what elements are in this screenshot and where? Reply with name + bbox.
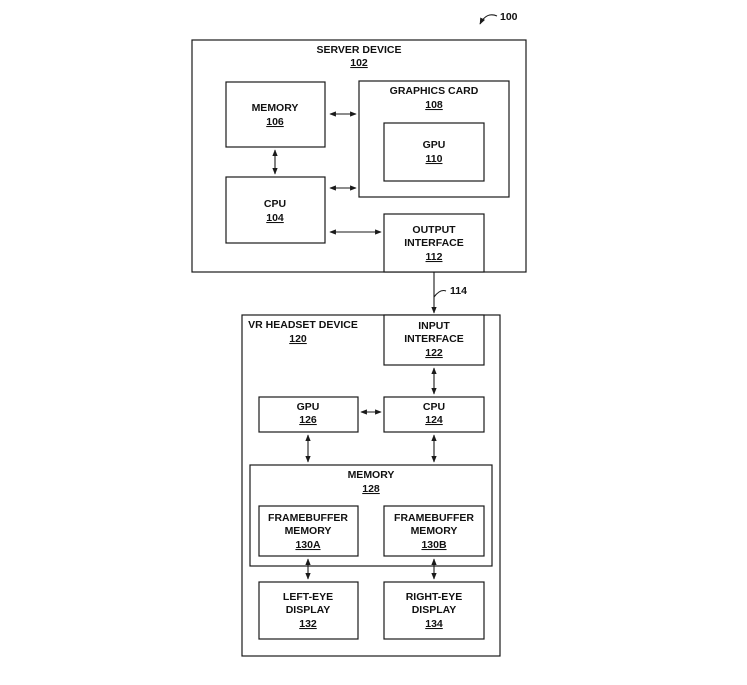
vr-headset-title: VR HEADSET DEVICE [248,319,358,331]
left-eye-display-label-1: LEFT-EYE [283,591,333,603]
link-ref-leader [433,289,447,298]
headset-memory-label: MEMORY [348,469,395,481]
left-eye-display-box [258,581,359,640]
server-device-title: SERVER DEVICE [317,44,402,56]
vr-headset-number: 120 [289,333,307,345]
server-gpu-box [383,122,485,182]
left-eye-display-number: 132 [299,618,317,630]
framebuffer-b-label-1: FRAMEBUFFER [394,512,474,524]
server-cpu-box [225,176,326,244]
right-eye-display-label-2: DISPLAY [412,604,457,616]
headset-memory-number: 128 [362,483,380,495]
server-memory-number: 106 [266,116,284,128]
output-interface-label-2: INTERFACE [404,237,464,249]
framebuffer-b-number: 130B [421,539,447,551]
output-interface-number: 112 [426,251,443,263]
headset-cpu-box [383,396,485,433]
server-device-number: 102 [350,57,368,69]
right-eye-display-label-1: RIGHT-EYE [406,591,463,603]
server-memory-box [225,81,326,148]
framebuffer-a-number: 130A [295,539,321,551]
server-gpu-number: 110 [426,153,443,165]
framebuffer-a-label-2: MEMORY [285,525,332,537]
figure-ref-leader [479,14,498,25]
input-interface-number: 122 [425,347,443,359]
output-interface-box [383,213,485,273]
framebuffer-b-box [383,505,485,557]
input-interface-label-1: INPUT [418,320,450,332]
headset-gpu-box [258,396,359,433]
framebuffer-a-box [258,505,359,557]
headset-cpu-number: 124 [425,414,443,426]
headset-cpu-label: CPU [423,401,445,413]
input-interface-label-2: INTERFACE [404,333,464,345]
server-cpu-label: CPU [264,198,286,210]
framebuffer-b-label-2: MEMORY [411,525,458,537]
graphics-card-label: GRAPHICS CARD [390,85,479,97]
figure-ref-label: 100 [500,11,518,23]
headset-gpu-number: 126 [299,414,317,426]
left-eye-display-label-2: DISPLAY [286,604,331,616]
graphics-card-number: 108 [425,99,443,111]
right-eye-display-box [383,581,485,640]
server-cpu-number: 104 [266,212,284,224]
link-ref-label: 114 [450,285,467,297]
server-gpu-label: GPU [423,139,446,151]
output-interface-label-1: OUTPUT [412,224,456,236]
headset-gpu-label: GPU [297,401,320,413]
framebuffer-a-label-1: FRAMEBUFFER [268,512,348,524]
input-interface-box [383,314,485,366]
right-eye-display-number: 134 [425,618,443,630]
server-memory-label: MEMORY [252,102,299,114]
